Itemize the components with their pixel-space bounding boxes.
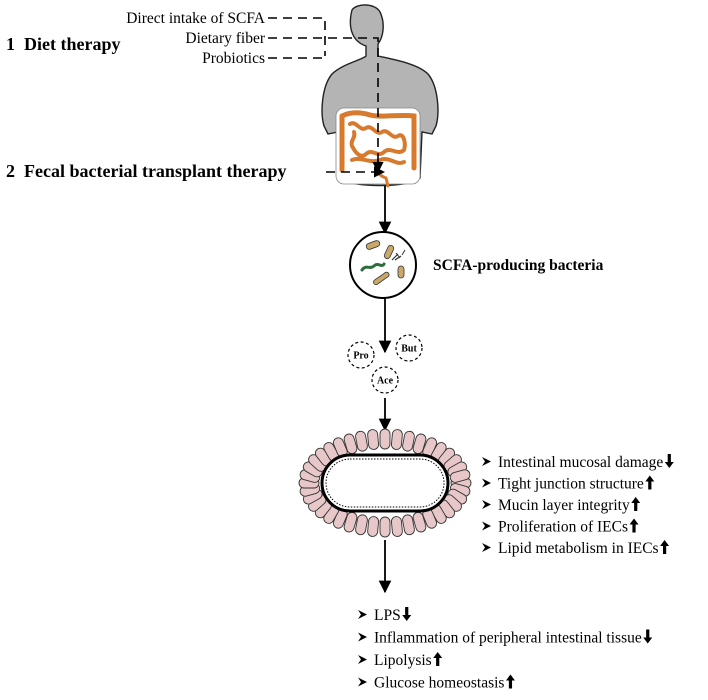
intestine-cross-section-icon xyxy=(298,428,472,538)
systemic-effect-item-1: Inflammation of peripheral intestinal ti… xyxy=(374,630,642,647)
intestines-icon xyxy=(339,110,417,188)
down-arrow-icon xyxy=(664,454,674,468)
villus xyxy=(343,433,358,455)
therapy-2-number: 2 xyxy=(6,161,15,181)
bacteria-circle xyxy=(349,231,417,299)
diet-connectors xyxy=(268,17,379,170)
up-arrow-icon xyxy=(660,540,670,554)
villus xyxy=(390,429,403,450)
scfa-pro-circle xyxy=(347,341,375,369)
up-arrow-icon xyxy=(645,475,655,490)
up-arrow-icon xyxy=(629,518,639,533)
diet-item-fiber: Dietary fiber xyxy=(185,30,265,47)
villus xyxy=(355,514,368,536)
intestinal-effect-item-4: Lipid metabolism in IECs xyxy=(498,540,659,557)
scfa-pro-label: Pro xyxy=(353,351,368,362)
systemic-effect-bullet-icon xyxy=(358,655,367,664)
intestinal-effect-item-2: Mucin layer integrity xyxy=(498,497,630,514)
up-arrow-icon xyxy=(505,674,515,689)
systemic-effect-item-3: Glucose homeostasis xyxy=(374,675,504,692)
therapy-1-label: Diet therapy xyxy=(24,34,120,54)
villus xyxy=(367,429,380,450)
systemic-effect-bullet-icon xyxy=(358,632,367,642)
intestinal-effect-bullet-icon xyxy=(482,521,491,531)
down-arrow-icon xyxy=(643,629,653,644)
up-arrow-icon xyxy=(631,497,641,511)
systemic-effect-bullet-icon xyxy=(358,610,367,619)
scfa-ace-circle xyxy=(371,366,399,394)
scfa-circles: Pro But Ace xyxy=(347,334,423,394)
villus xyxy=(355,430,368,452)
bacteria-label: SCFA-producing bacteria xyxy=(433,257,604,274)
up-arrow-icon xyxy=(433,652,443,666)
intestinal-effect-bullet-icon xyxy=(482,478,491,488)
intestinal-effect-item-1: Tight junction structure xyxy=(498,476,644,493)
intestinal-effect-bullet-icon xyxy=(482,543,491,552)
therapy-2-label: Fecal bacterial transplant therapy xyxy=(24,161,286,181)
systemic-effect-bullet-icon xyxy=(358,677,367,687)
scfa-ace-label: Ace xyxy=(377,376,394,387)
intestinal-effect-bullet-icon xyxy=(482,457,491,466)
scfa-but-circle xyxy=(395,334,423,362)
villus xyxy=(412,433,427,455)
systemic-effect-item-2: Lipolysis xyxy=(374,652,432,669)
diet-item-probiotics: Probiotics xyxy=(202,50,265,67)
scfa-but-label: But xyxy=(401,344,417,355)
villus xyxy=(379,516,391,538)
intestinal-effect-item-3: Proliferation of IECs xyxy=(498,519,628,536)
villus xyxy=(390,516,403,537)
villus xyxy=(367,516,380,537)
intestinal-effect-bullet-icon xyxy=(482,500,491,509)
villus xyxy=(412,511,427,533)
villus xyxy=(402,514,415,536)
villus xyxy=(449,469,471,483)
therapy-1-number: 1 xyxy=(6,34,15,54)
villus xyxy=(343,511,358,533)
diet-item-scfa: Direct intake of SCFA xyxy=(126,10,266,27)
villus xyxy=(379,428,391,450)
systemic-effects-list: LPS Inflammation of peripheral intestinal… xyxy=(358,607,653,692)
intestinal-effect-item-0: Intestinal mucosal damage xyxy=(498,454,663,471)
down-arrow-icon xyxy=(402,607,412,621)
systemic-effect-item-0: LPS xyxy=(374,607,401,624)
villus xyxy=(402,430,415,452)
